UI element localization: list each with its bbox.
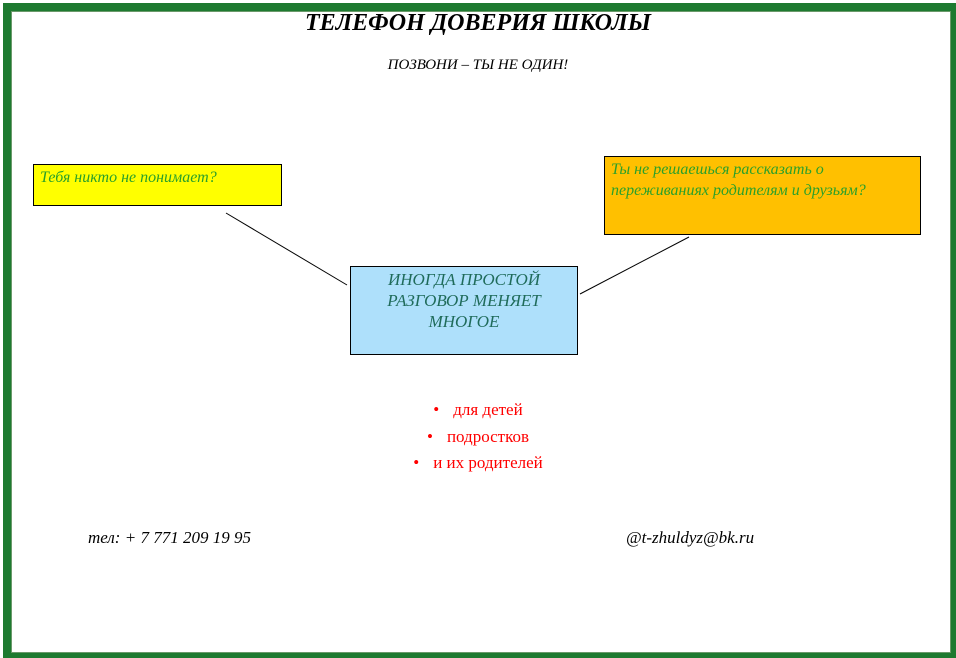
list-item-label: и их родителей: [433, 453, 543, 472]
phone-number: тел: + 7 771 209 19 95: [88, 528, 251, 547]
page-subtitle: ПОЗВОНИ – ТЫ НЕ ОДИН!: [387, 57, 569, 73]
page-border: [3, 3, 956, 658]
list-item: • для детей: [0, 397, 956, 424]
list-item: • подростков: [0, 424, 956, 451]
question-box-right: Ты не решаешься рассказать о переживания…: [604, 156, 921, 235]
bullet-icon: •: [433, 400, 440, 419]
audience-list: •для детей •подростков •и их родителей: [0, 397, 956, 477]
list-item-label: подростков: [446, 426, 530, 446]
list-item: • и их родителей: [0, 450, 956, 477]
bullet-icon: •: [413, 453, 420, 472]
central-message-box: ИНОГДА ПРОСТОЙ РАЗГОВОР МЕНЯЕТ МНОГОЕ: [350, 266, 578, 355]
page-title: ТЕЛЕФОН ДОВЕРИЯ ШКОЛЫ: [304, 10, 652, 36]
email-address: @t-zhuldyz@bk.ru: [626, 528, 755, 547]
question-box-left: Тебя никто не понимает?: [33, 164, 282, 206]
list-item-label: для детей: [453, 400, 523, 419]
bullet-icon: •: [426, 426, 433, 446]
